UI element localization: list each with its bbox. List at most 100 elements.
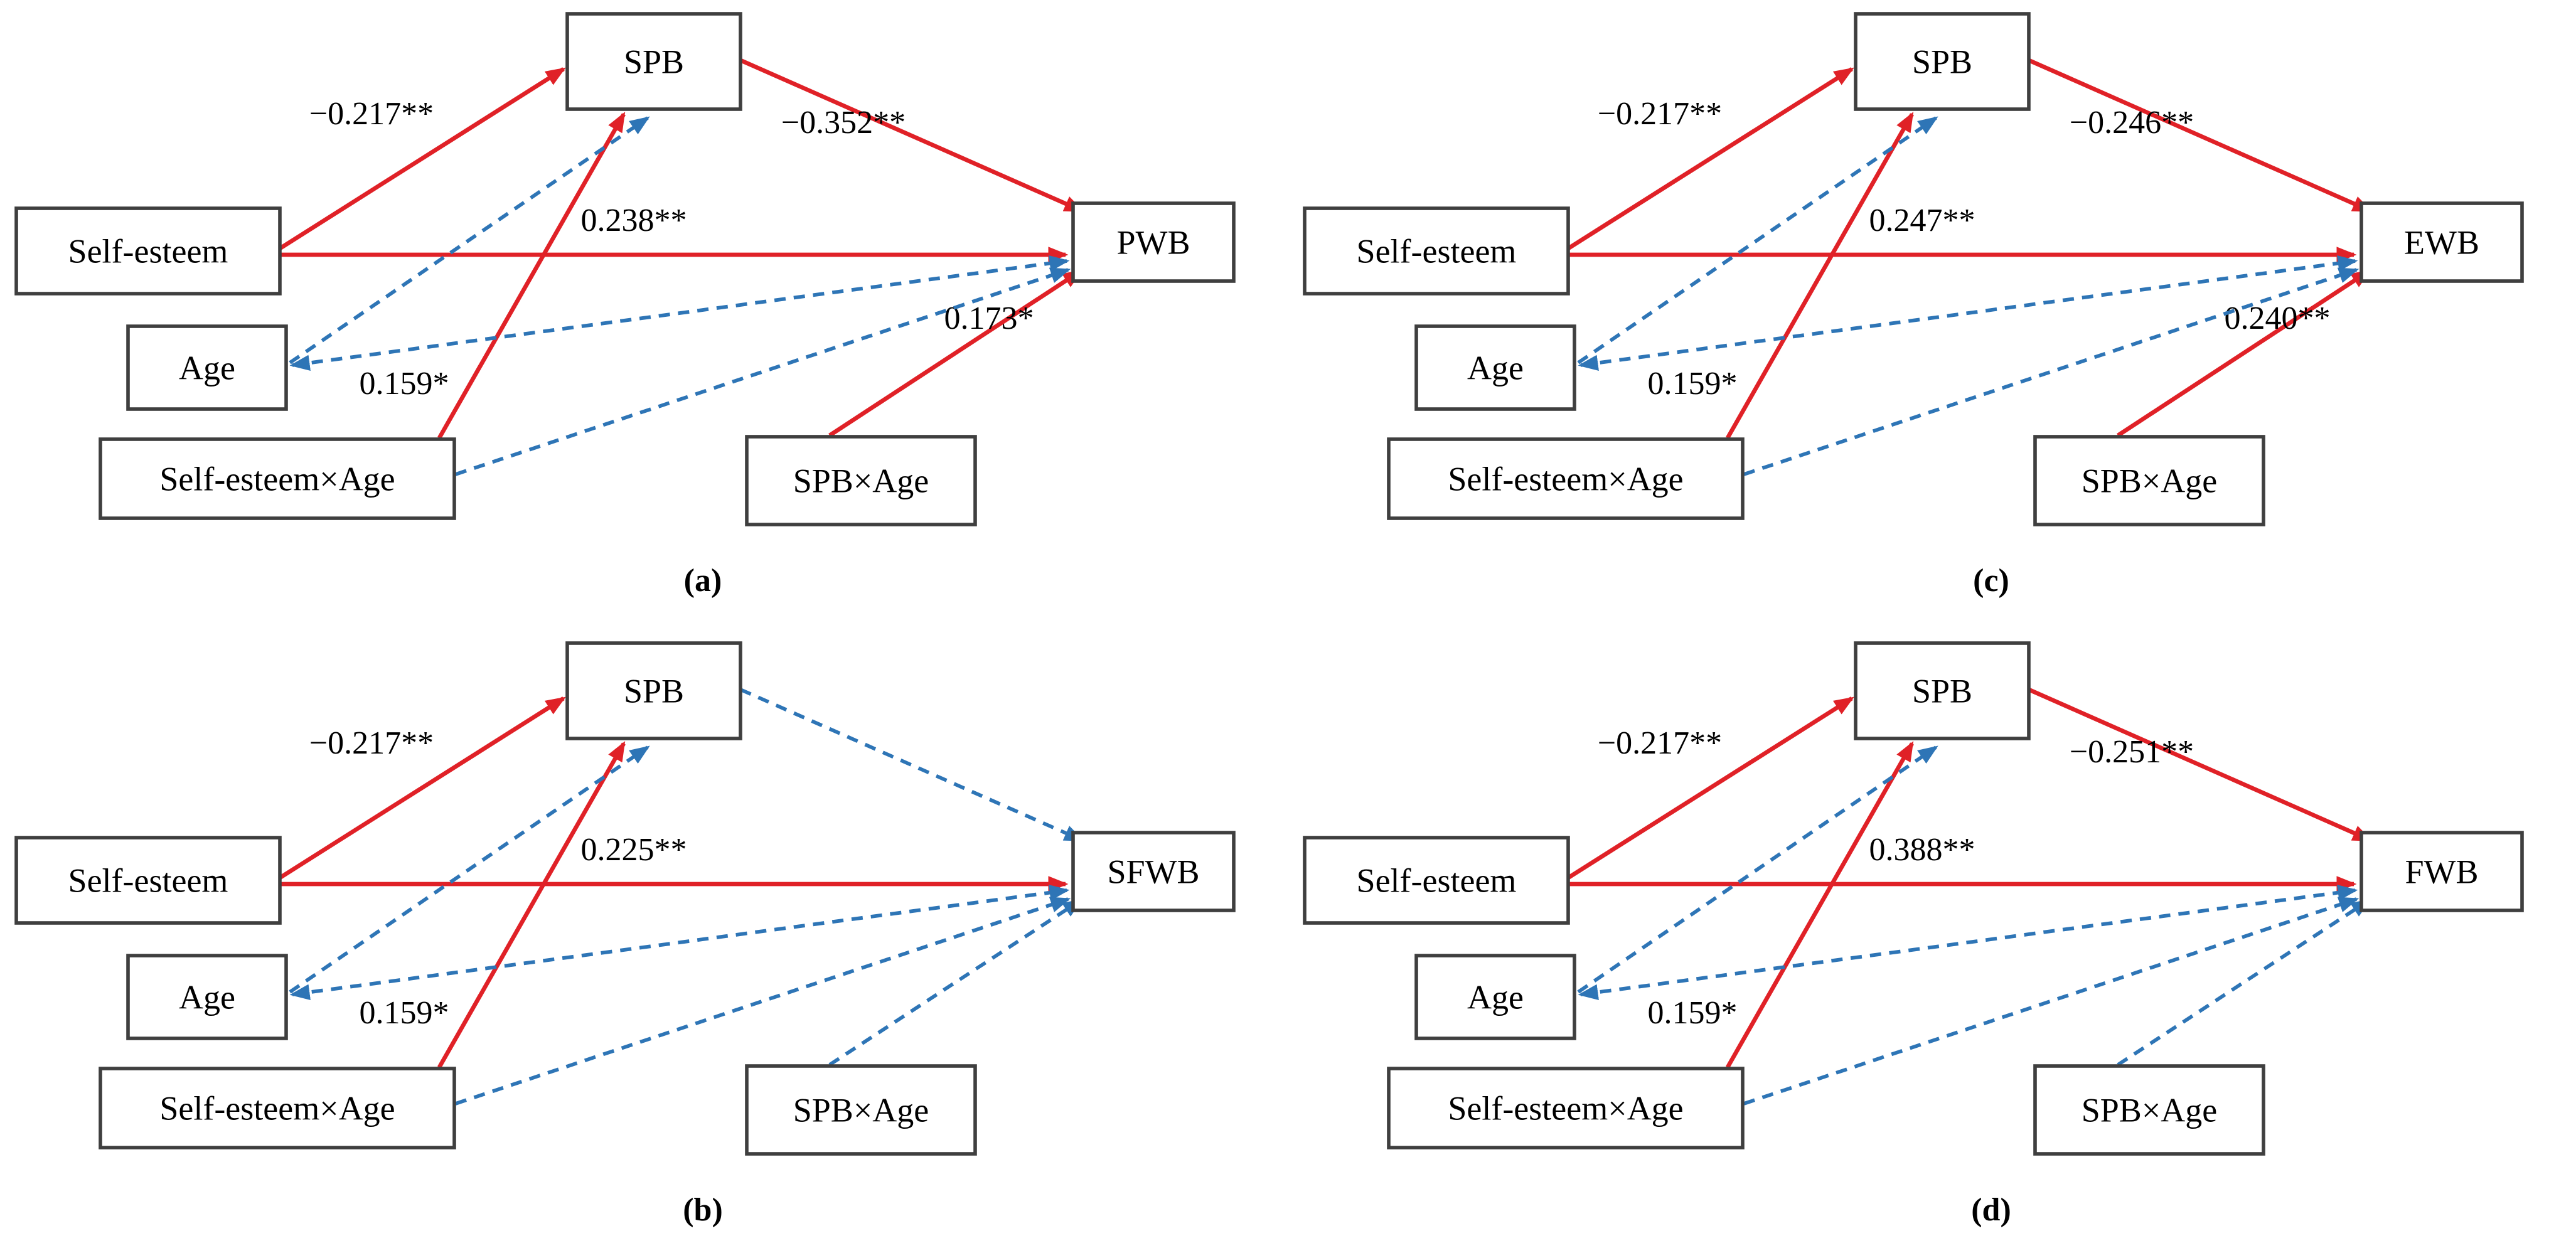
node-label-age: Age <box>179 349 235 386</box>
coefficient-se_spb: −0.217** <box>1598 725 1722 761</box>
node-outcome-fwb: FWB <box>2360 831 2524 912</box>
coefficient-se_out: 0.247** <box>1869 203 1975 238</box>
path-spbxage_out-dashed <box>828 898 1083 1067</box>
path-age_spb-dashed <box>289 745 650 994</box>
node-self_esteem: Self-esteem <box>14 836 282 925</box>
path-se_spb-solid <box>279 67 566 250</box>
node-spb: SPB <box>1854 641 2031 740</box>
node-self_esteem: Self-esteem <box>1303 836 1570 925</box>
node-spb_age: SPB×Age <box>745 1064 977 1156</box>
node-label-spb: SPB <box>1912 672 1972 710</box>
node-spb: SPB <box>565 12 742 111</box>
path-sexage_spb-solid <box>1726 741 1914 1069</box>
path-age_spb-dashed <box>1577 116 1938 365</box>
panel-a-svg: −0.217**−0.352**0.238**0.159*0.173*SPBSe… <box>14 12 1236 599</box>
node-outcome-ewb: EWB <box>2360 201 2524 283</box>
panel-caption-a: (a) <box>684 563 722 599</box>
coefficient-spb_out: −0.352** <box>781 105 906 141</box>
coefficient-sexage_spb: 0.159* <box>1648 995 1738 1031</box>
path-age_spb-dashed <box>289 116 650 365</box>
node-label-spb_age: SPB×Age <box>793 1091 929 1129</box>
node-se_age: Self-esteem×Age <box>99 1067 456 1149</box>
node-label-outcome: EWB <box>2404 223 2479 261</box>
node-label-self_esteem: Self-esteem <box>68 232 228 270</box>
path-spbxage_out-dashed <box>2117 898 2371 1067</box>
coefficient-se_out: 0.388** <box>1869 832 1975 868</box>
node-spb: SPB <box>1854 12 2031 111</box>
panel-d-svg: −0.217** −0.251** 0.388** 0.159* SPB Self-est… <box>1303 641 2524 1228</box>
path-se_spb-solid <box>1567 696 1854 880</box>
panel-d: −0.217** −0.251** 0.388** 0.159* SPB Self-est… <box>1288 629 2576 1258</box>
node-age: Age <box>126 324 288 411</box>
node-label-se_age: Self-esteem×Age <box>1448 1089 1683 1127</box>
path-se_spb-solid <box>1567 67 1854 250</box>
node-label-self_esteem: Self-esteem <box>68 861 228 899</box>
path-spb_out-solid <box>2028 58 2373 213</box>
node-label-spb: SPB <box>1912 43 1972 80</box>
node-self_esteem: Self-esteem <box>14 206 282 296</box>
node-label-se_age: Self-esteem×Age <box>1448 460 1683 498</box>
node-spb_age: SPB×Age <box>2033 1064 2265 1156</box>
node-label-spb_age: SPB×Age <box>2082 1091 2218 1129</box>
node-label-se_age: Self-esteem×Age <box>159 460 395 498</box>
path-age_out-dashed <box>1578 884 2358 1001</box>
path-sexage_spb-solid <box>437 741 626 1069</box>
path-spbxage_out-solid <box>828 269 1083 437</box>
node-label-spb: SPB <box>624 672 684 710</box>
node-label-outcome: PWB <box>1116 223 1190 261</box>
panel-c: −0.217** −0.246** 0.247** 0.159* 0.240** SPB S… <box>1288 0 2576 629</box>
node-label-self_esteem: Self-esteem <box>1357 861 1517 899</box>
node-age: Age <box>1414 324 1576 411</box>
coefficient-se_spb: −0.217** <box>309 96 434 132</box>
path-age_spb-dashed <box>1577 745 1938 994</box>
node-se_age: Self-esteem×Age <box>1387 437 1745 520</box>
node-se_age: Self-esteem×Age <box>1387 1067 1745 1149</box>
panel-c-svg: −0.217** −0.246** 0.247** 0.159* 0.240** SPB S… <box>1303 12 2524 599</box>
path-spb_out-dashed <box>739 688 1085 842</box>
coefficient-spbxage_out: 0.240** <box>2225 301 2331 336</box>
panel-b-svg: −0.217** 0.225** 0.159* SPB Self-esteemAgeSe… <box>14 641 1236 1228</box>
coefficient-spb_out: −0.251** <box>2070 734 2194 770</box>
node-self_esteem: Self-esteem <box>1303 206 1570 296</box>
coefficient-sexage_spb: 0.159* <box>360 366 449 402</box>
node-label-spb: SPB <box>624 43 684 80</box>
node-spb_age: SPB×Age <box>2033 435 2265 526</box>
node-spb: SPB <box>565 641 742 740</box>
node-label-age: Age <box>1467 349 1524 386</box>
coefficient-sexage_spb: 0.159* <box>1648 366 1738 402</box>
coefficient-sexage_spb: 0.159* <box>360 995 449 1031</box>
path-se_spb-solid <box>279 696 566 880</box>
panel-caption-c: (c) <box>1973 563 2009 599</box>
panel-caption-d: (d) <box>1971 1192 2011 1228</box>
path-sexage_out-dashed <box>455 267 1071 476</box>
path-spb_out-solid <box>2028 687 2373 843</box>
coefficient-se_out: 0.238** <box>581 203 687 238</box>
path-sexage_out-dashed <box>1743 267 2360 476</box>
node-label-self_esteem: Self-esteem <box>1357 232 1517 270</box>
node-label-spb_age: SPB×Age <box>793 462 929 499</box>
node-spb_age: SPB×Age <box>745 435 977 526</box>
node-age: Age <box>1414 954 1576 1040</box>
node-label-se_age: Self-esteem×Age <box>159 1089 395 1127</box>
node-outcome-sfwb: SFWB <box>1071 831 1236 912</box>
path-sexage_out-dashed <box>1743 897 2360 1106</box>
path-spb_out-solid <box>739 58 1085 213</box>
coefficient-spb_out: −0.246** <box>2070 105 2194 141</box>
node-se_age: Self-esteem×Age <box>99 437 456 520</box>
node-label-outcome: SFWB <box>1107 853 1199 890</box>
node-label-age: Age <box>179 978 235 1016</box>
coefficient-se_spb: −0.217** <box>1598 96 1722 132</box>
node-label-outcome: FWB <box>2405 853 2478 890</box>
coefficient-se_spb: −0.217** <box>309 725 434 761</box>
path-sexage_spb-solid <box>437 112 626 439</box>
path-age_out-dashed <box>289 884 1070 1001</box>
path-sexage_spb-solid <box>1726 112 1914 439</box>
coefficient-se_out: 0.225** <box>581 832 687 868</box>
node-label-spb_age: SPB×Age <box>2082 462 2218 499</box>
node-age: Age <box>126 954 288 1040</box>
path-age_out-dashed <box>1578 255 2358 371</box>
panel-caption-b: (b) <box>683 1192 723 1228</box>
path-age_out-dashed <box>289 255 1070 371</box>
